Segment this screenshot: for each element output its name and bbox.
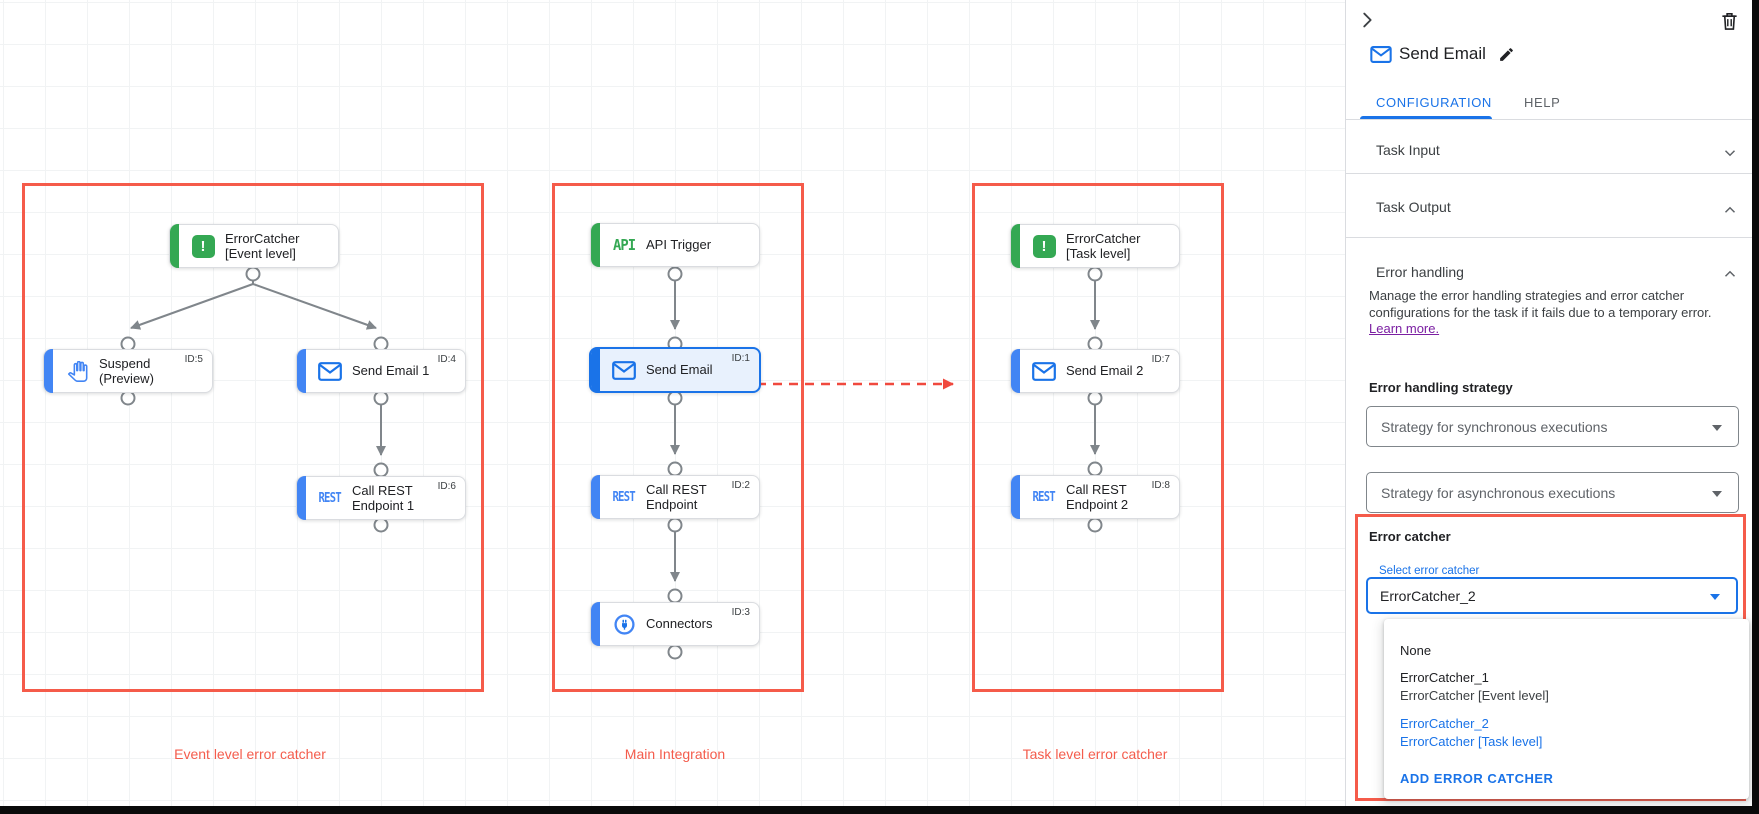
node-api-trigger[interactable]: API API Trigger bbox=[590, 223, 760, 267]
node-id-badge: ID:5 bbox=[184, 354, 203, 365]
node-accent-bar bbox=[591, 475, 600, 519]
node-label: API Trigger bbox=[646, 237, 712, 253]
group-caption-task-level: Task level error catcher bbox=[1022, 746, 1168, 762]
api-icon: API bbox=[612, 236, 636, 254]
email-icon bbox=[1028, 361, 1060, 381]
task-level-group-outline bbox=[972, 183, 1224, 692]
node-suspend[interactable]: Suspend (Preview) ID:5 bbox=[43, 349, 213, 393]
node-accent-bar bbox=[1011, 224, 1020, 268]
section-task-output[interactable]: Task Output bbox=[1376, 199, 1451, 215]
rest-icon: REST bbox=[318, 490, 342, 506]
async-strategy-placeholder: Strategy for asynchronous executions bbox=[1381, 484, 1616, 501]
group-caption-event-level: Event level error catcher bbox=[174, 746, 326, 762]
node-label: Call REST Endpoint bbox=[646, 481, 707, 512]
learn-more-link[interactable]: Learn more. bbox=[1369, 321, 1440, 336]
async-strategy-dropdown[interactable]: Strategy for asynchronous executions bbox=[1366, 472, 1739, 513]
add-error-catcher-button[interactable]: ADD ERROR CATCHER bbox=[1400, 771, 1554, 786]
node-id-badge: ID:6 bbox=[437, 481, 456, 492]
main-integration-group-outline bbox=[552, 183, 804, 692]
node-label: Suspend (Preview) bbox=[99, 355, 154, 386]
node-send-email-selected[interactable]: Send Email ID:1 bbox=[589, 347, 761, 393]
node-accent-bar bbox=[297, 349, 306, 393]
node-errorcatcher-task[interactable]: ! ErrorCatcher [Task level] bbox=[1010, 224, 1180, 268]
group-caption-main-integration: Main Integration bbox=[624, 746, 726, 762]
section-task-input[interactable]: Task Input bbox=[1376, 142, 1440, 158]
select-error-catcher-floating-label: Select error catcher bbox=[1374, 565, 1485, 577]
tab-configuration[interactable]: CONFIGURATION bbox=[1376, 95, 1492, 110]
task-config-panel: Send Email CONFIGURATION HELP Task Input… bbox=[1345, 0, 1753, 806]
menu-option-none[interactable]: None bbox=[1400, 643, 1432, 658]
node-send-email-2[interactable]: Send Email 2 ID:7 bbox=[1010, 349, 1180, 393]
bottom-edge-bar bbox=[0, 806, 1759, 814]
error-handling-description: Manage the error handling strategies and… bbox=[1369, 288, 1712, 336]
rest-icon: REST bbox=[1032, 489, 1056, 505]
dropdown-caret-icon bbox=[1712, 424, 1722, 431]
chevron-up-icon bbox=[1721, 265, 1739, 288]
node-accent-bar bbox=[591, 347, 600, 393]
node-id-badge: ID:1 bbox=[731, 353, 750, 364]
panel-title: Send Email bbox=[1399, 44, 1486, 63]
strategy-label: Error handling strategy bbox=[1369, 380, 1513, 395]
selected-error-catcher-value: ErrorCatcher_2 bbox=[1380, 587, 1476, 604]
collapse-panel-icon[interactable] bbox=[1356, 9, 1378, 36]
email-icon bbox=[314, 361, 346, 381]
node-id-badge: ID:3 bbox=[731, 607, 750, 618]
node-label: Send Email 2 bbox=[1066, 363, 1144, 379]
node-label: Call REST Endpoint 2 bbox=[1066, 481, 1129, 512]
error-catcher-icon: ! bbox=[1032, 234, 1056, 258]
node-accent-bar bbox=[44, 349, 53, 393]
menu-option-errorcatcher-1-desc[interactable]: ErrorCatcher [Event level] bbox=[1400, 688, 1549, 703]
node-id-badge: ID:2 bbox=[731, 480, 750, 491]
node-id-badge: ID:8 bbox=[1151, 480, 1170, 491]
node-id-badge: ID:4 bbox=[437, 354, 456, 365]
right-edge-bar bbox=[1752, 0, 1759, 814]
node-accent-bar bbox=[591, 602, 600, 646]
delete-task-icon[interactable] bbox=[1720, 10, 1739, 36]
email-icon bbox=[608, 360, 640, 380]
node-label: ErrorCatcher [Event level] bbox=[225, 230, 300, 261]
task-type-email-icon bbox=[1370, 46, 1392, 68]
sync-strategy-dropdown[interactable]: Strategy for synchronous executions bbox=[1366, 406, 1739, 447]
menu-option-errorcatcher-2-desc[interactable]: ErrorCatcher [Task level] bbox=[1400, 734, 1543, 749]
dropdown-caret-icon bbox=[1712, 490, 1722, 497]
node-call-rest-1[interactable]: REST Call REST Endpoint 1 ID:6 bbox=[296, 476, 466, 520]
connectors-icon bbox=[608, 613, 640, 636]
node-connectors[interactable]: Connectors ID:3 bbox=[590, 602, 760, 646]
error-catcher-menu: None ErrorCatcher_1 ErrorCatcher [Event … bbox=[1384, 619, 1749, 799]
node-accent-bar bbox=[297, 476, 306, 520]
chevron-up-icon bbox=[1721, 201, 1739, 224]
node-accent-bar bbox=[1011, 349, 1020, 393]
flow-canvas[interactable]: ! ErrorCatcher [Event level] Suspend (Pr… bbox=[0, 0, 1345, 806]
node-label: Call REST Endpoint 1 bbox=[352, 482, 415, 513]
node-label: ErrorCatcher [Task level] bbox=[1066, 230, 1141, 261]
edit-title-icon[interactable] bbox=[1498, 46, 1515, 68]
node-accent-bar bbox=[1011, 475, 1020, 519]
rest-icon: REST bbox=[612, 489, 636, 505]
event-level-group-outline bbox=[22, 183, 484, 692]
select-error-catcher-dropdown[interactable]: ErrorCatcher_2 bbox=[1366, 577, 1738, 614]
node-accent-bar bbox=[170, 224, 179, 268]
node-call-rest[interactable]: REST Call REST Endpoint ID:2 bbox=[590, 475, 760, 519]
menu-option-errorcatcher-1[interactable]: ErrorCatcher_1 bbox=[1400, 670, 1489, 685]
node-label: Connectors bbox=[646, 616, 713, 632]
error-catcher-label: Error catcher bbox=[1369, 529, 1451, 544]
tab-help[interactable]: HELP bbox=[1524, 95, 1561, 110]
node-call-rest-2[interactable]: REST Call REST Endpoint 2 ID:8 bbox=[1010, 475, 1180, 519]
node-errorcatcher-event[interactable]: ! ErrorCatcher [Event level] bbox=[169, 224, 339, 268]
chevron-down-icon bbox=[1721, 144, 1739, 167]
node-send-email-1[interactable]: Send Email 1 ID:4 bbox=[296, 349, 466, 393]
node-label: Send Email 1 bbox=[352, 363, 430, 379]
node-id-badge: ID:7 bbox=[1151, 354, 1170, 365]
error-catcher-icon: ! bbox=[191, 234, 215, 258]
dropdown-caret-icon bbox=[1710, 593, 1720, 600]
active-tab-underline bbox=[1360, 116, 1492, 119]
section-error-handling[interactable]: Error handling bbox=[1376, 264, 1464, 280]
node-label: Send Email bbox=[646, 362, 713, 378]
node-accent-bar bbox=[591, 223, 600, 267]
menu-option-errorcatcher-2[interactable]: ErrorCatcher_2 bbox=[1400, 716, 1489, 731]
sync-strategy-placeholder: Strategy for synchronous executions bbox=[1381, 418, 1608, 435]
hand-icon bbox=[61, 360, 93, 382]
